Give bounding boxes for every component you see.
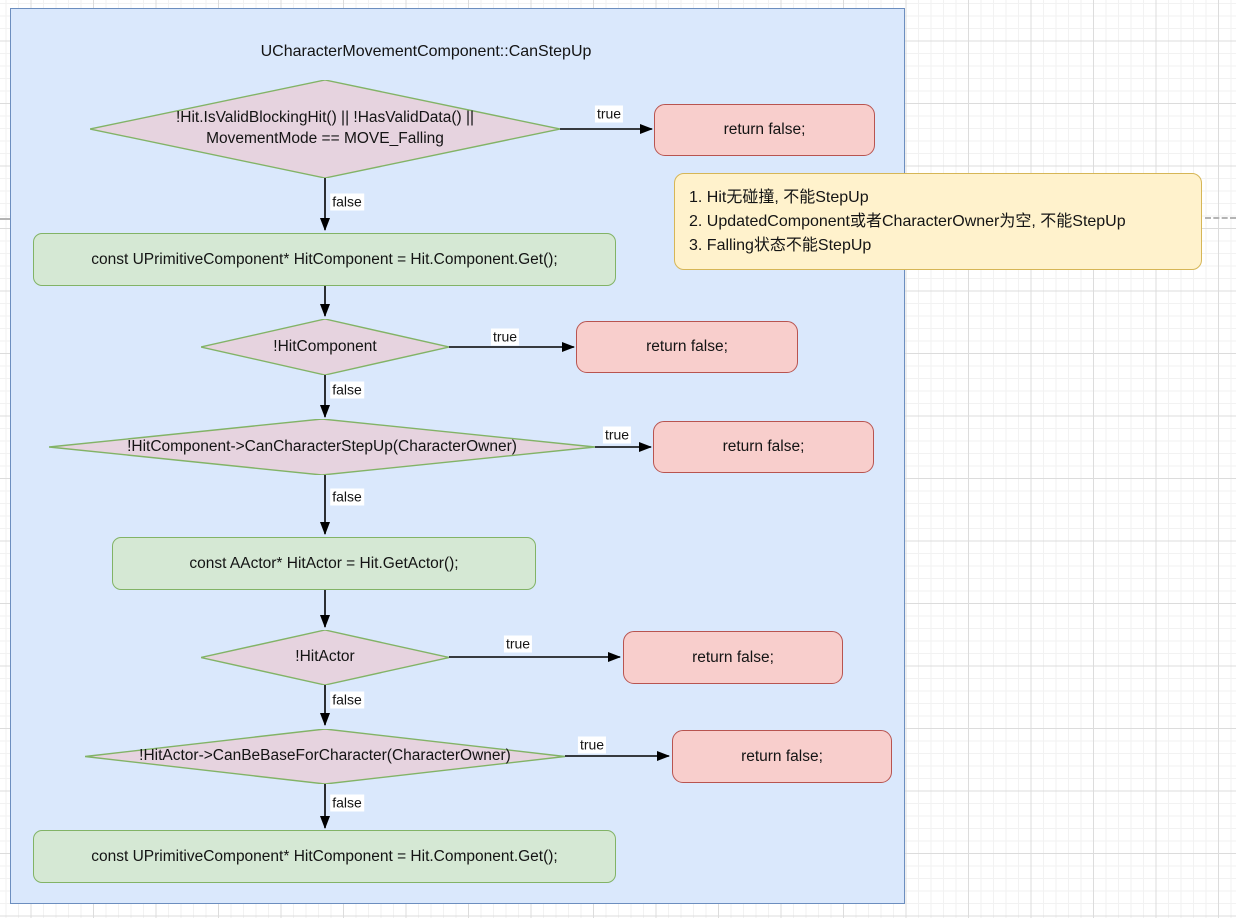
edge-label-false-4: false xyxy=(330,691,364,709)
note-line-3: 3. Falling状态不能StepUp xyxy=(689,236,872,254)
edge-label-false-1: false xyxy=(330,193,364,211)
process-get-hitactor[interactable]: const AActor* HitActor = Hit.GetActor(); xyxy=(112,537,536,590)
decision-label: !HitActor xyxy=(295,648,355,666)
return-false-2[interactable]: return false; xyxy=(576,321,798,373)
return-label: return false; xyxy=(646,338,728,355)
decision-can-character-stepup[interactable]: !HitComponent->CanCharacterStepUp(Charac… xyxy=(49,419,595,475)
return-label: return false; xyxy=(722,438,805,455)
decision-label: !HitActor->CanBeBaseForCharacter(Charact… xyxy=(139,747,511,765)
return-label: return false; xyxy=(692,648,774,666)
return-false-1[interactable]: return false; xyxy=(654,104,875,156)
edge-label-true-1: true xyxy=(594,105,624,123)
process-get-hitcomponent[interactable]: const UPrimitiveComponent* HitComponent … xyxy=(33,233,616,286)
edge-label-true-3: true xyxy=(602,426,632,444)
note-line-1: 1. Hit无碰撞, 不能StepUp xyxy=(689,188,869,206)
decision-valid-blocking-hit[interactable]: !Hit.IsValidBlockingHit() || !HasValidDa… xyxy=(90,80,560,178)
diamond-shape xyxy=(201,630,449,685)
edge-label-true-4: true xyxy=(503,635,533,653)
decision-can-be-base-for-character[interactable]: !HitActor->CanBeBaseForCharacter(Charact… xyxy=(85,729,565,784)
diamond-shape xyxy=(90,80,560,178)
decision-hitactor-null[interactable]: !HitActor xyxy=(201,630,449,685)
diagram-title: UCharacterMovementComponent::CanStepUp xyxy=(260,43,592,60)
edge-label-false-5: false xyxy=(330,794,364,812)
edge-label-true-5: true xyxy=(577,736,607,754)
edge-label-false-2: false xyxy=(330,381,364,399)
process-get-hitcomponent-2[interactable]: const UPrimitiveComponent* HitComponent … xyxy=(33,830,616,883)
edge-label-false-3: false xyxy=(330,488,364,506)
edge-label-true-2: true xyxy=(490,328,520,346)
return-false-3[interactable]: return false; xyxy=(653,421,874,473)
diamond-shape xyxy=(49,419,595,475)
return-label: return false; xyxy=(741,747,823,765)
annotation-note[interactable]: 1. Hit无碰撞, 不能StepUp 2. UpdatedComponent或… xyxy=(674,173,1202,270)
diamond-shape xyxy=(201,319,449,375)
process-label: const AActor* HitActor = Hit.GetActor(); xyxy=(189,554,459,572)
decision-label: !Hit.IsValidBlockingHit() || !HasValidDa… xyxy=(175,109,475,147)
diamond-shape xyxy=(85,729,565,784)
decision-label: !HitComponent xyxy=(273,337,377,355)
note-line-2: 2. UpdatedComponent或者CharacterOwner为空, 不… xyxy=(689,212,1126,230)
return-false-4[interactable]: return false; xyxy=(623,631,843,684)
decision-hitcomponent-null[interactable]: !HitComponent xyxy=(201,319,449,375)
return-label: return false; xyxy=(723,121,806,138)
dashed-connector-left xyxy=(0,218,10,220)
process-label: const UPrimitiveComponent* HitComponent … xyxy=(91,250,558,268)
return-false-5[interactable]: return false; xyxy=(672,730,892,783)
dashed-connector-right xyxy=(1205,217,1236,219)
decision-label: !HitComponent->CanCharacterStepUp(Charac… xyxy=(127,437,517,455)
process-label: const UPrimitiveComponent* HitComponent … xyxy=(91,847,558,865)
